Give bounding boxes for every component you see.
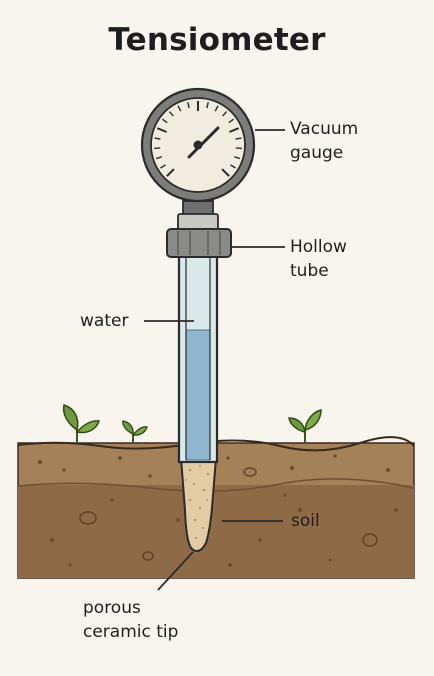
label-porous-ceramic-tip: porous ceramic tip (83, 596, 178, 644)
gauge-tick (154, 137, 161, 140)
gauge-tick (235, 137, 242, 140)
plant-right (288, 409, 322, 443)
gauge-tick (168, 111, 174, 117)
hollow-tube (177, 250, 219, 464)
gauge-tick (221, 168, 230, 177)
gauge-tick (206, 102, 209, 109)
gauge-tick (230, 164, 236, 169)
label-vacuum-gauge: Vacuum gauge (290, 117, 358, 165)
label-tip-line2: ceramic tip (83, 622, 179, 642)
gauge-tick (187, 102, 190, 109)
gauge-tick (233, 156, 241, 160)
gauge-ticks (154, 101, 242, 177)
label-vacuum-gauge-line1: Vacuum (290, 119, 359, 139)
label-vacuum-gauge-line2: gauge (290, 143, 344, 163)
plant-middle (122, 420, 148, 443)
gauge-tick (160, 164, 166, 169)
leader-ceramic-tip (157, 551, 194, 591)
label-hollow-tube: Hollow tube (290, 235, 347, 283)
gauge-tick (214, 105, 219, 112)
diagram-title: Tensiometer (108, 22, 326, 58)
gauge-tick (222, 111, 228, 117)
gauge-needle (187, 126, 220, 159)
porous-ceramic-tip (179, 457, 218, 553)
vacuum-gauge (140, 87, 256, 203)
gauge-tick (228, 118, 235, 124)
gauge-tick (166, 168, 175, 177)
plant-left (62, 404, 100, 443)
tube-collar (166, 200, 232, 258)
gauge-tick (229, 127, 240, 133)
gauge-tick (161, 118, 168, 124)
gauge-tick (177, 105, 182, 112)
label-hollow-tube-line1: Hollow (290, 237, 347, 257)
gauge-tick (155, 156, 163, 160)
gauge-tick (156, 127, 167, 133)
label-water: water (80, 311, 129, 331)
label-soil: soil (291, 511, 320, 531)
label-tip-line1: porous (83, 598, 141, 618)
label-hollow-tube-line2: tube (290, 261, 329, 281)
